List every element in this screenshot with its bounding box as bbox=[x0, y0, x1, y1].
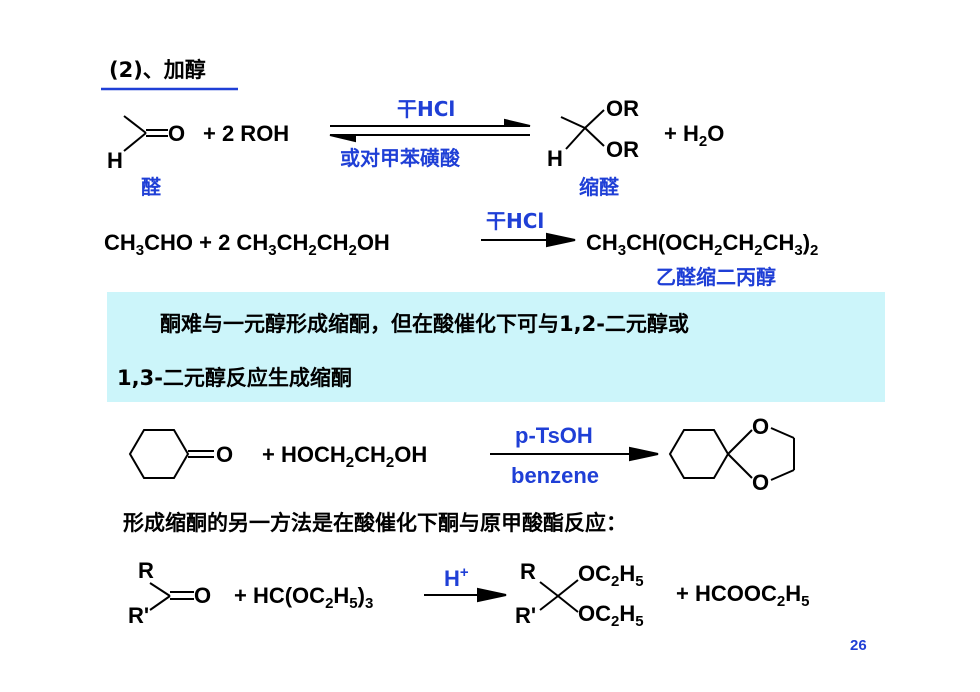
ethyl-formate-byproduct: + HCOOC2H5 bbox=[676, 581, 810, 610]
orthoformate-reagent: + HC(OC2H5)3 bbox=[234, 583, 374, 612]
note-line-1: 酮难与一元醇形成缩酮，但在酸催化下可与1,2-二元醇或 bbox=[160, 312, 689, 336]
row2-product-name: 乙醛缩二丙醇 bbox=[656, 265, 776, 289]
arrow-row3 bbox=[490, 446, 659, 462]
water-product: + H2O bbox=[664, 121, 725, 150]
page-number: 26 bbox=[850, 637, 867, 654]
orthoester-ketal-structure bbox=[539, 579, 579, 613]
acetal-structure bbox=[560, 109, 605, 150]
catalyst-ptsoh: p-TsOH bbox=[515, 423, 593, 448]
acid-catalyst: H+ bbox=[444, 564, 469, 591]
product-oet-top: OC2H5 bbox=[578, 561, 644, 590]
acetal-or-bottom: OR bbox=[606, 137, 639, 162]
cyclohexanone-oxygen: O bbox=[216, 442, 234, 467]
ketone-r: R bbox=[138, 558, 154, 583]
acetal-hydrogen: H bbox=[547, 146, 563, 171]
arrow-row2 bbox=[481, 232, 576, 248]
ketal-oxygen-bottom: O bbox=[752, 470, 770, 495]
product-oet-bottom: OC2H5 bbox=[578, 601, 644, 630]
ketone-structure bbox=[149, 582, 194, 611]
row2-condition: 干HCl bbox=[486, 209, 545, 233]
note-line-2: 1,3-二元醇反应生成缩酮 bbox=[117, 366, 352, 390]
ethylene-glycol-reagent: + HOCH2CH2OH bbox=[262, 442, 428, 471]
arrow-row4 bbox=[424, 587, 507, 603]
slide-heading: (2)、加醇 bbox=[109, 58, 206, 82]
method-sentence: 形成缩酮的另一方法是在酸催化下酮与原甲酸酯反应： bbox=[123, 511, 627, 535]
condition-dry-hcl: 干HCl bbox=[397, 97, 456, 121]
solvent-benzene: benzene bbox=[511, 463, 600, 488]
equilibrium-arrow bbox=[329, 118, 531, 143]
label-acetal: 缩醛 bbox=[579, 175, 619, 199]
note-box bbox=[107, 292, 885, 402]
product-r: R bbox=[520, 559, 536, 584]
ketone-r-prime: R' bbox=[128, 603, 150, 628]
aldehyde-hydrogen: H bbox=[107, 148, 123, 173]
aldehyde-structure bbox=[123, 115, 168, 152]
ketone-oxygen: O bbox=[194, 583, 212, 608]
acetal-or-top: OR bbox=[606, 96, 639, 121]
aldehyde-oxygen: O bbox=[168, 121, 186, 146]
row2-product: CH3CH(OCH2CH2CH3)2 bbox=[586, 230, 819, 259]
ketal-structure bbox=[668, 427, 795, 481]
label-aldehyde: 醛 bbox=[141, 175, 161, 199]
row2-reactants: CH3CHO + 2 CH3CH2CH2OH bbox=[104, 230, 390, 259]
alcohol-reagent: + 2 ROH bbox=[203, 121, 290, 146]
product-r-prime: R' bbox=[515, 603, 537, 628]
cyclohexanone-structure bbox=[128, 429, 214, 479]
ketal-oxygen-top: O bbox=[752, 414, 770, 439]
condition-tsoh: 或对甲苯磺酸 bbox=[340, 146, 460, 170]
